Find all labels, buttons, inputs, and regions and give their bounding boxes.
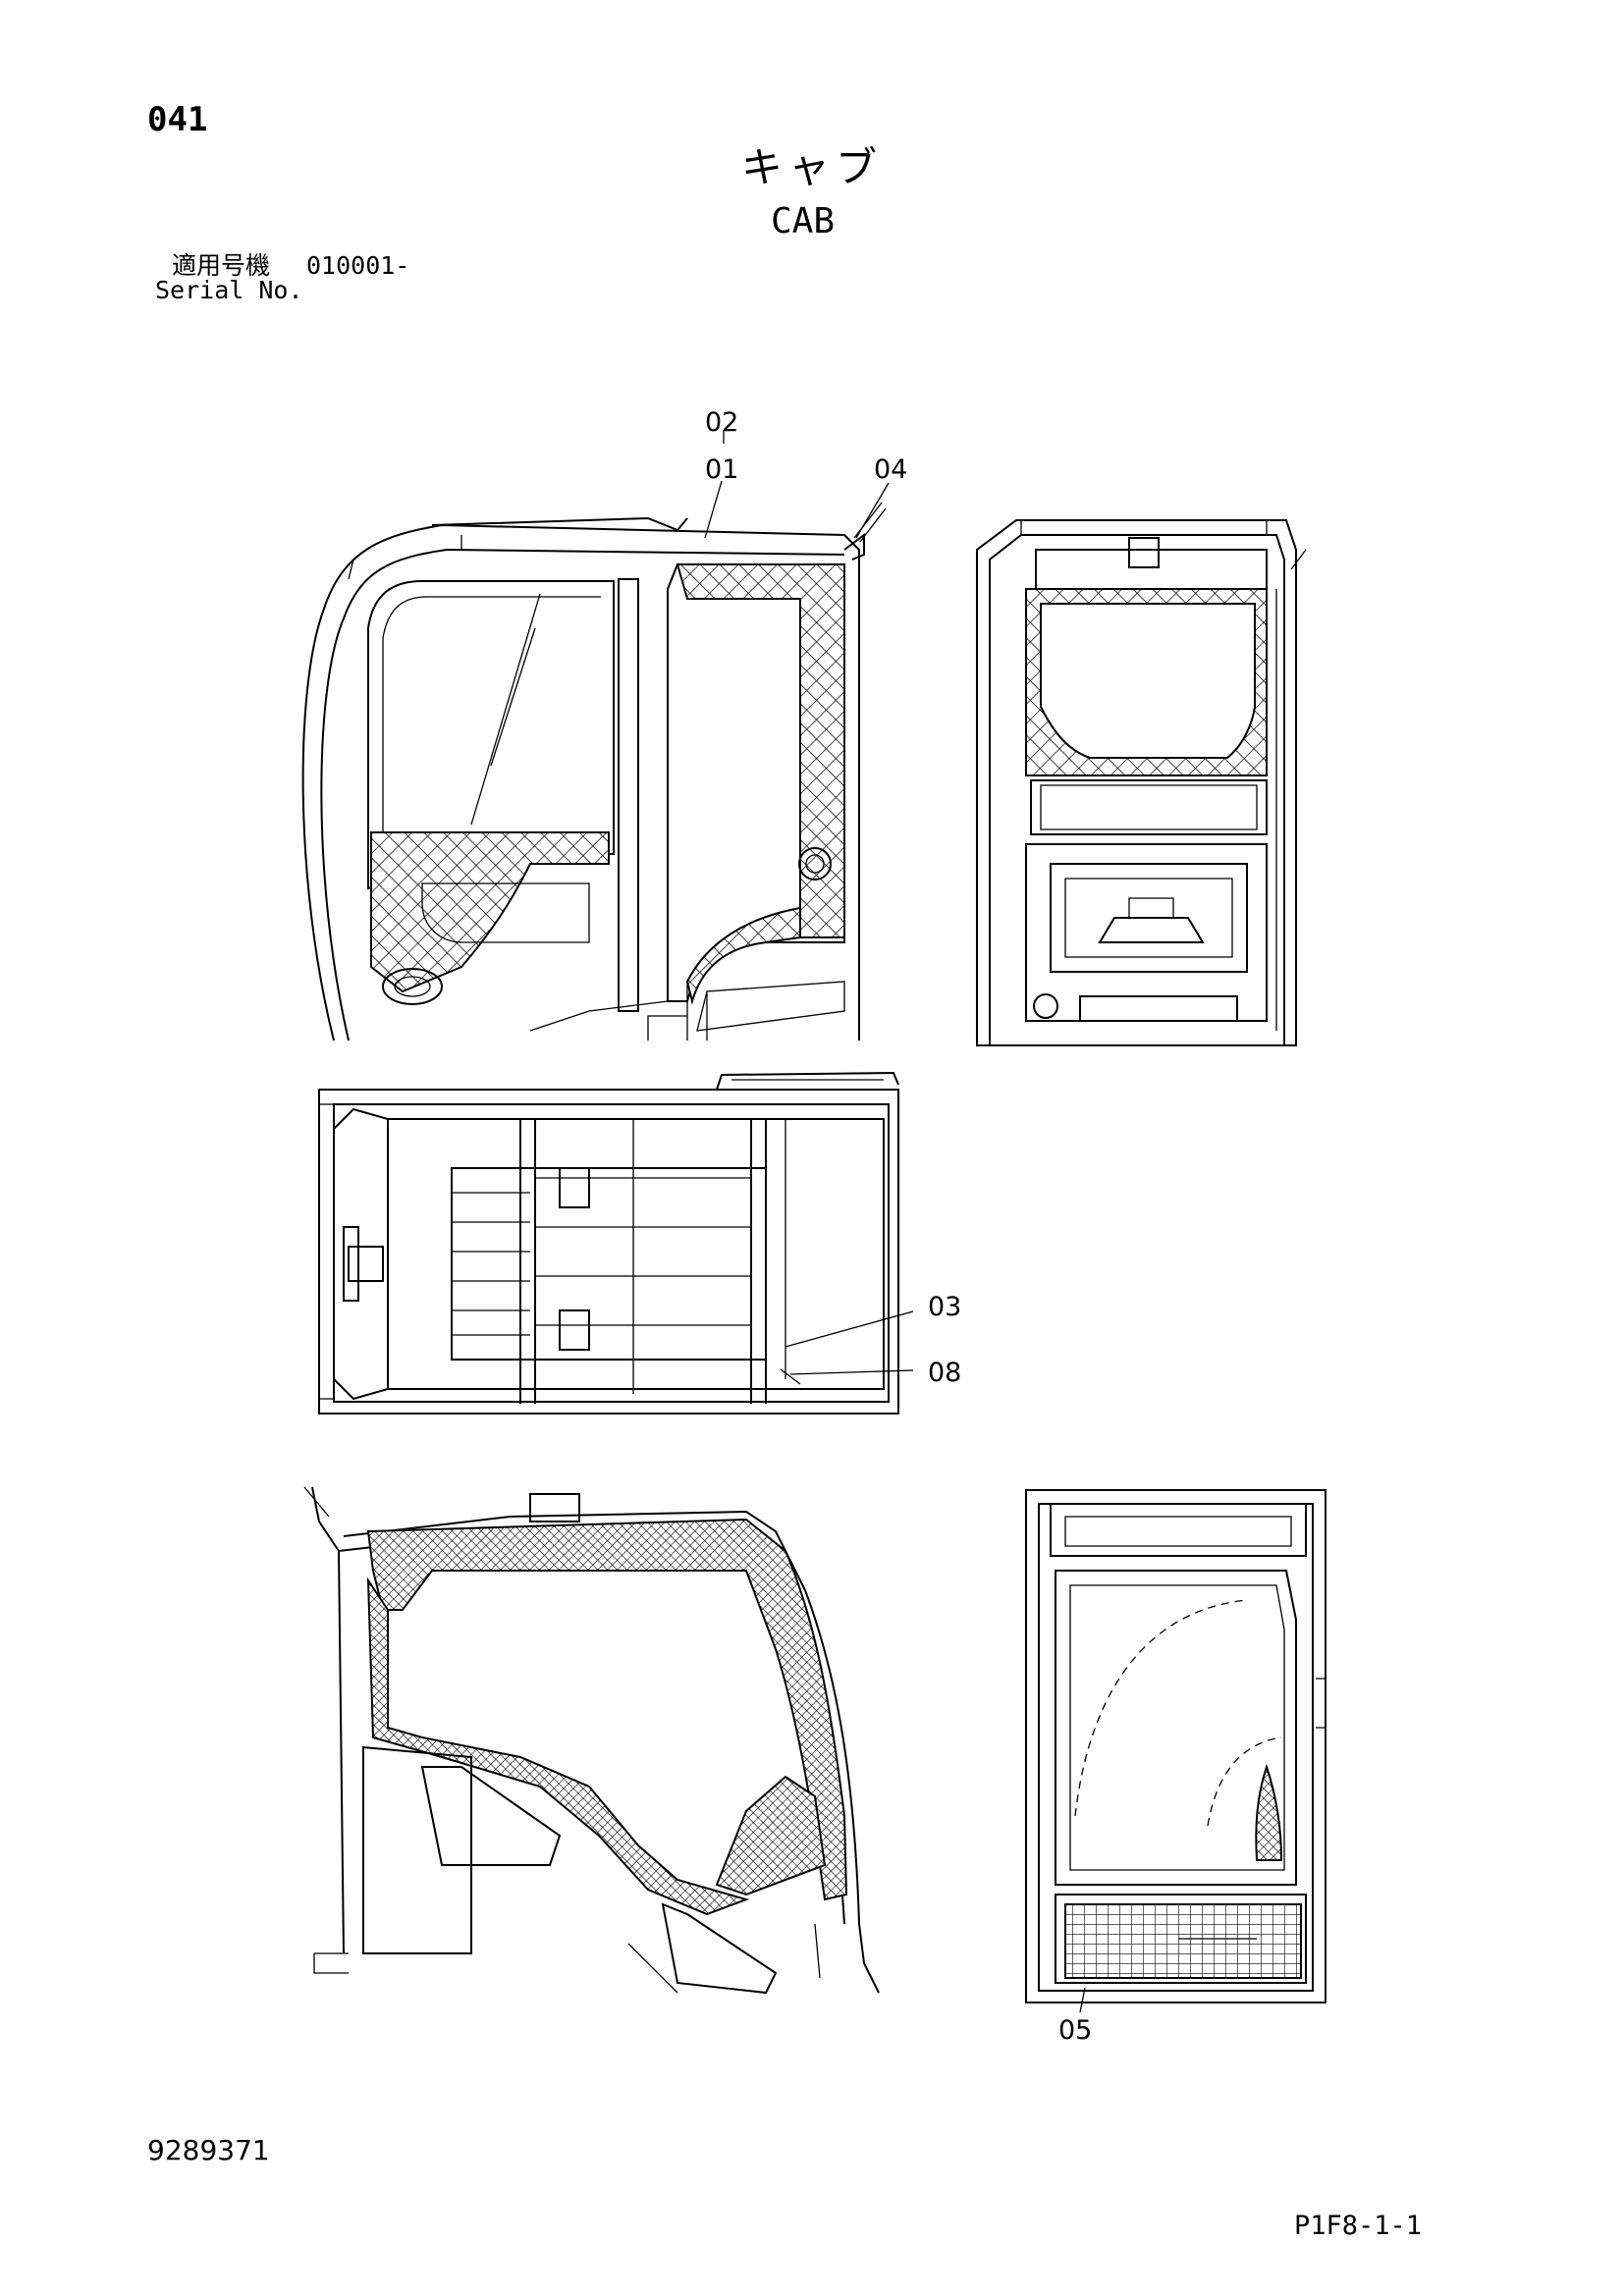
serial-label-en: Serial No. [155,276,303,304]
page-number: 041 [147,100,208,139]
page-title-jp: キャブ [741,143,884,191]
cab-side-view-upper [301,502,887,1041]
cab-front-view [1025,1489,1326,2003]
callout-03: 03 [928,1292,962,1322]
page-title-en: CAB [771,201,836,241]
serial-value: 010001- [306,251,410,280]
document-number: 9289371 [147,2134,270,2166]
callout-leaders [704,430,1086,2013]
callout-08: 08 [928,1358,962,1388]
callout-04: 04 [874,454,908,485]
callout-05: 05 [1058,2015,1093,2046]
callout-02: 02 [705,407,739,438]
cab-side-view-lower [303,1486,880,1995]
serial-label-jp: 適用号機 [172,251,271,280]
cab-top-view [318,1071,899,1415]
callout-01: 01 [705,454,739,485]
sheet-code: P1F8-1-1 [1294,2211,1423,2241]
cab-rear-view [976,519,1307,1046]
